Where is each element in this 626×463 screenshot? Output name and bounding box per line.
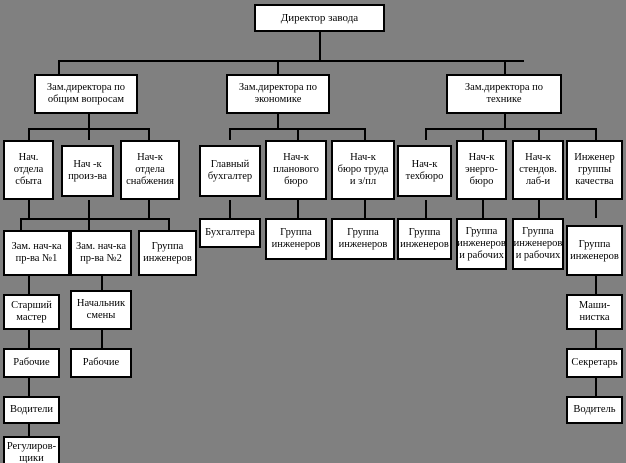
connector-secretary-driver (595, 378, 597, 396)
connector-head-labor-engineers (364, 200, 366, 218)
connector-shift-chief-workers (101, 330, 103, 348)
node-driver[interactable]: Водитель (566, 396, 623, 424)
connector-director-stem (319, 32, 321, 60)
connector-deputy-economics-stem (277, 114, 279, 128)
connector-chief-accountant-accountants (229, 200, 231, 218)
connector-to-head-sales (28, 128, 30, 140)
connector-to-head-techbureau (425, 128, 427, 140)
node-director[interactable]: Директор завода (254, 4, 385, 32)
node-deputy-general[interactable]: Зам.директора по общим вопросам (34, 74, 138, 114)
connector-head-sales-stem (28, 200, 30, 218)
connector-to-deputy-prod-1 (20, 218, 22, 230)
connector-deputyprod2-shift-chief (101, 276, 103, 294)
node-head-supply[interactable]: Нач-к отдела снабжения (120, 140, 180, 200)
node-head-techbureau[interactable]: Нач-к техбюро (397, 145, 452, 197)
connector-head-planning-engineers (297, 200, 299, 218)
node-chief-accountant[interactable]: Главный бухгалтер (199, 145, 261, 197)
connector-top-bus (58, 60, 524, 62)
connector-to-head-planning (297, 128, 299, 140)
node-engineers-quality[interactable]: Группа инженеров (566, 225, 623, 276)
connector-drivers-adjusters (28, 424, 30, 436)
connector-workers-drivers (28, 378, 30, 396)
node-quality-engineer[interactable]: Инженер группы качества (566, 140, 623, 200)
node-deputy-prod-2[interactable]: Зам. нач-ка пр-ва №2 (70, 230, 132, 276)
node-drivers[interactable]: Водители (3, 396, 60, 424)
node-head-energobureau[interactable]: Нач-к энерго- бюро (456, 140, 507, 200)
connector-deputy-technics-bus (425, 128, 595, 130)
node-workers-1[interactable]: Рабочие (3, 348, 60, 378)
node-deputy-prod-1[interactable]: Зам. нач-ка пр-ва №1 (3, 230, 70, 276)
connector-to-quality-engineer (595, 128, 597, 140)
connector-production-bus (20, 218, 170, 220)
connector-engineers-typist (595, 276, 597, 294)
node-engineers-supply[interactable]: Группа инженеров (138, 230, 197, 276)
node-workers-2[interactable]: Рабочие (70, 348, 132, 378)
node-head-planning[interactable]: Нач-к планового бюро (265, 140, 327, 200)
node-head-stand-lab[interactable]: Нач-к стендов. лаб-и (512, 140, 564, 200)
node-engineers-planning[interactable]: Группа инженеров (265, 218, 327, 260)
node-typist[interactable]: Маши- нистка (566, 294, 623, 330)
node-senior-master[interactable]: Старший мастер (3, 294, 60, 330)
connector-to-head-supply (148, 128, 150, 140)
connector-techbureau-engineers (425, 200, 427, 218)
connector-to-head-stand-lab (538, 128, 540, 140)
connector-to-engineers-supply (168, 218, 170, 230)
connector-senior-master-workers (28, 330, 30, 348)
connector-to-head-production (88, 128, 90, 140)
node-engineers-workers-stand[interactable]: Группа инженеров и рабочих (512, 218, 564, 270)
connector-head-supply-stem (148, 200, 150, 218)
node-deputy-technics[interactable]: Зам.директора по технике (446, 74, 562, 114)
node-secretary[interactable]: Секретарь (566, 348, 623, 378)
node-head-production[interactable]: Нач -к произ-ва (61, 145, 114, 197)
connector-deputy-general-stem (88, 114, 90, 128)
node-deputy-economics[interactable]: Зам.директора по экономике (226, 74, 330, 114)
connector-to-deputy-technics (504, 60, 506, 74)
node-accountants[interactable]: Бухгалтера (199, 218, 261, 248)
connector-to-head-energobureau (482, 128, 484, 140)
node-head-sales[interactable]: Нач. отдела сбыта (3, 140, 54, 200)
node-shift-chief[interactable]: Начальник смены (70, 290, 132, 330)
connector-typist-secretary (595, 330, 597, 348)
connector-to-chief-accountant (229, 128, 231, 140)
node-engineers-tech[interactable]: Группа инженеров (397, 218, 452, 260)
connector-to-deputy-prod-2 (88, 218, 90, 230)
connector-stand-lab-engineers (538, 200, 540, 218)
node-adjusters[interactable]: Регулиров- щики (3, 436, 60, 463)
connector-quality-engineers (595, 200, 597, 218)
connector-deputyprod1-senior-master (28, 276, 30, 294)
connector-deputy-technics-stem (504, 114, 506, 128)
node-engineers-workers-energo[interactable]: Группа инженеров и рабочих (456, 218, 507, 270)
connector-to-head-labor (364, 128, 366, 140)
node-engineers-labor[interactable]: Группа инженеров (331, 218, 395, 260)
connector-head-production-stem (88, 200, 90, 218)
connector-energobureau-engineers (482, 200, 484, 218)
connector-to-deputy-general (58, 60, 60, 74)
connector-to-deputy-economics (277, 60, 279, 74)
node-head-labor-pay[interactable]: Нач-к бюро труда и з/пл (331, 140, 395, 200)
